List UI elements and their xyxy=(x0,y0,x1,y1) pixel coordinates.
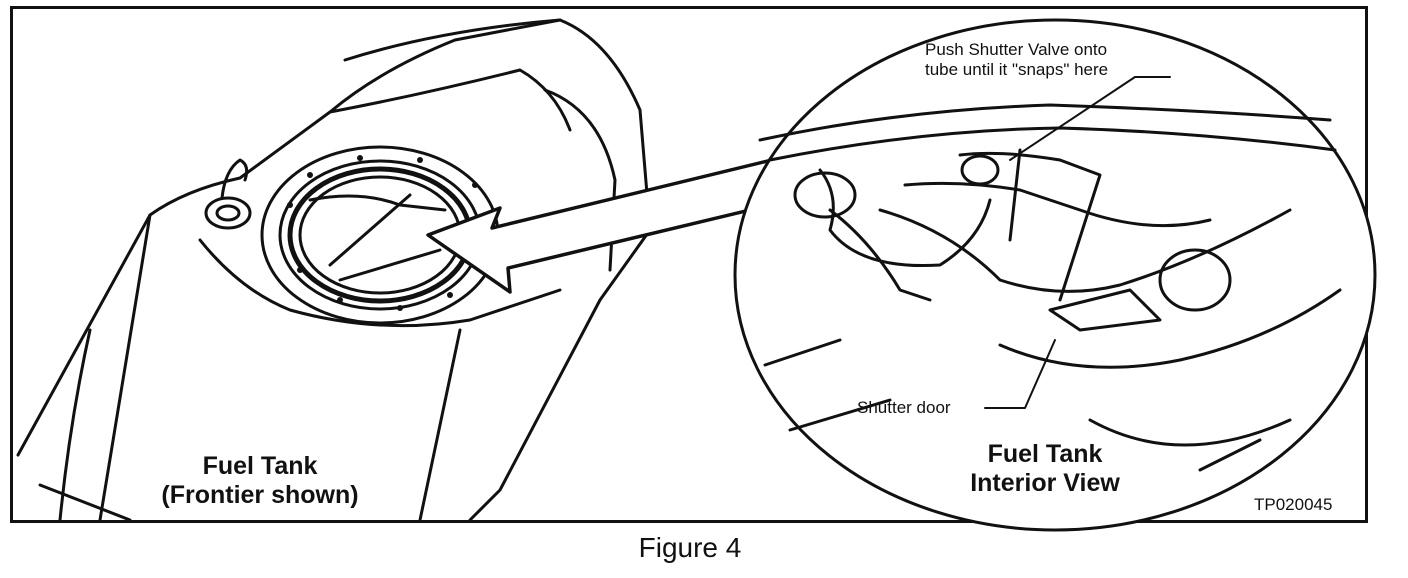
tank-label-line2: (Frontier shown) xyxy=(161,480,359,509)
fuel-tank-outline xyxy=(16,18,652,522)
shutter-door-label: Shutter door xyxy=(857,398,951,417)
leader-lines xyxy=(984,76,1171,409)
interior-label-line1: Fuel Tank xyxy=(987,440,1103,468)
interior-view-label: Fuel Tank Interior View xyxy=(930,440,1160,498)
interior-view-circle xyxy=(733,18,1377,532)
fuel-tank-label: Fuel Tank (Frontier shown) xyxy=(150,452,370,510)
push-label-line2: tube until it "snaps" here xyxy=(925,59,1109,79)
interior-label-line2: Interior View xyxy=(970,468,1120,497)
mounting-bolts xyxy=(287,155,493,311)
push-label-line1: Push Shutter Valve onto xyxy=(925,40,1108,59)
push-shutter-valve-label: Push Shutter Valve onto tube until it "s… xyxy=(925,40,1108,79)
vent-fitting xyxy=(204,158,252,230)
figure-caption: Figure 4 xyxy=(638,532,742,563)
tank-label-line1: Fuel Tank xyxy=(202,452,318,480)
figure-code: TP020045 xyxy=(1254,495,1333,514)
